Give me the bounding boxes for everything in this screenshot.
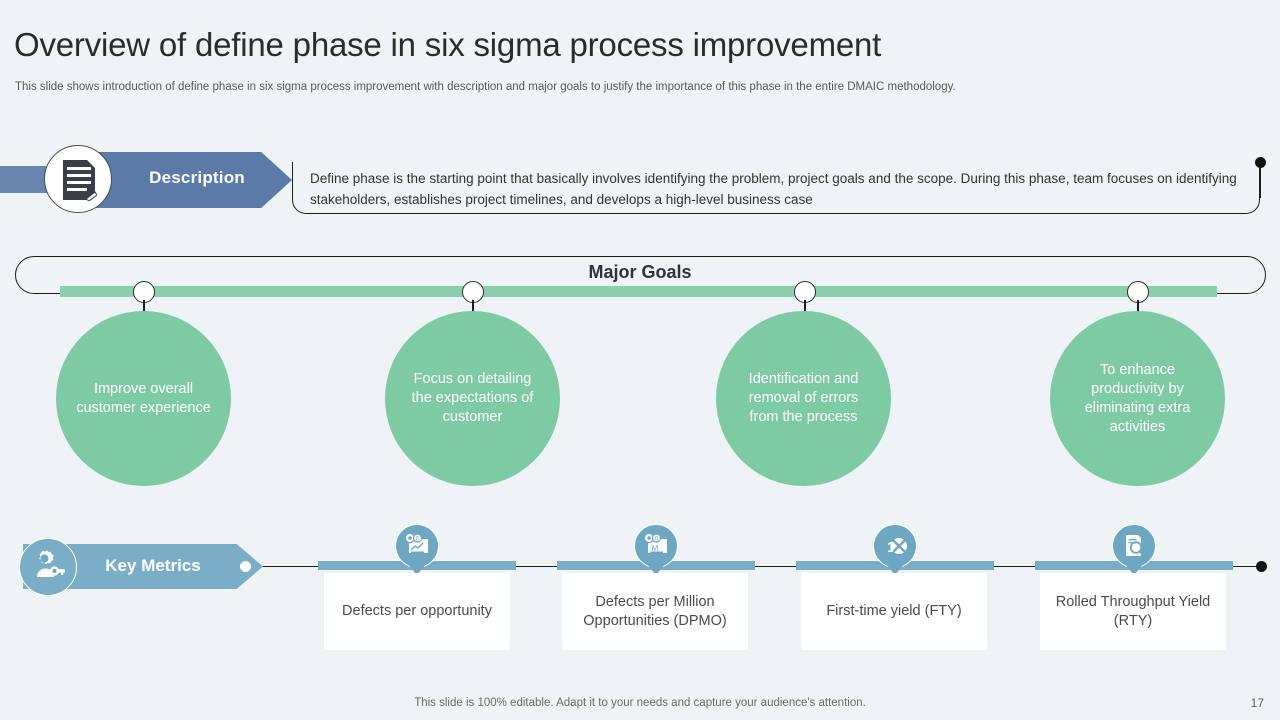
key-metrics-axis	[258, 565, 1258, 568]
goal-text-1: Improve overall customer experience	[76, 380, 211, 416]
key-metrics-text-4: Rolled Throughput Yield (RTY)	[1055, 593, 1211, 629]
key-metrics-icon-tip-2	[647, 564, 665, 575]
page-subtitle: This slide shows introduction of define …	[15, 81, 956, 93]
key-metrics-icon-tip-1	[408, 564, 426, 575]
key-metrics-card-4[interactable]: Rolled Throughput Yield (RTY)	[1040, 573, 1226, 650]
description-text: Define phase is the starting point that …	[310, 171, 1237, 207]
goal-text-3: Identification and removal of errors fro…	[748, 371, 859, 425]
key-metrics-icon-tip-3	[886, 564, 904, 575]
key-metrics-icon-2[interactable]: 0 M	[634, 524, 678, 568]
description-endpoint-dot	[1255, 157, 1266, 168]
major-goals-bar	[60, 286, 1217, 297]
key-metrics-icon-1[interactable]: 0	[395, 524, 439, 568]
goal-circle-2[interactable]: Focus on detailing the expectations of c…	[385, 311, 560, 486]
page-number: 17	[1250, 696, 1264, 710]
key-metrics-text-2: Defects per Million Opportunities (DPMO)	[583, 593, 727, 629]
description-connector-stem	[1259, 166, 1261, 198]
key-metrics-label: Key Metrics	[105, 556, 201, 575]
major-goals-title: Major Goals	[588, 262, 692, 282]
key-metrics-icon-4[interactable]	[1112, 524, 1156, 568]
footer-note: This slide is 100% editable. Adapt it to…	[414, 697, 866, 709]
key-metrics-chevron-dot	[240, 561, 251, 572]
key-metrics-badge	[19, 538, 77, 596]
svg-text:0: 0	[655, 536, 659, 542]
key-metrics-text-1: Defects per opportunity	[342, 603, 492, 619]
key-metrics-icon-tip-4	[1125, 564, 1143, 575]
goal-circle-1[interactable]: Improve overall customer experience	[56, 311, 231, 486]
goal-circle-4[interactable]: To enhance productivity by eliminating e…	[1050, 311, 1225, 486]
svg-text:0: 0	[416, 536, 420, 542]
description-badge	[44, 145, 112, 213]
key-metrics-text-3: First-time yield (FTY)	[826, 603, 962, 619]
goal-text-2: Focus on detailing the expectations of c…	[411, 371, 534, 425]
key-metrics-endpoint-dot	[1256, 561, 1267, 572]
key-metrics-card-1[interactable]: Defects per opportunity	[324, 573, 510, 650]
svg-text:M: M	[652, 544, 659, 553]
key-metrics-icon-3[interactable]: 1	[873, 524, 917, 568]
key-metrics-card-3[interactable]: First-time yield (FTY)	[801, 573, 987, 650]
goal-circle-3[interactable]: Identification and removal of errors fro…	[716, 311, 891, 486]
description-label: Description	[149, 168, 245, 187]
key-metrics-card-2[interactable]: Defects per Million Opportunities (DPMO)	[562, 573, 748, 650]
goal-text-4: To enhance productivity by eliminating e…	[1084, 361, 1191, 435]
page-title: Overview of define phase in six sigma pr…	[14, 26, 882, 63]
